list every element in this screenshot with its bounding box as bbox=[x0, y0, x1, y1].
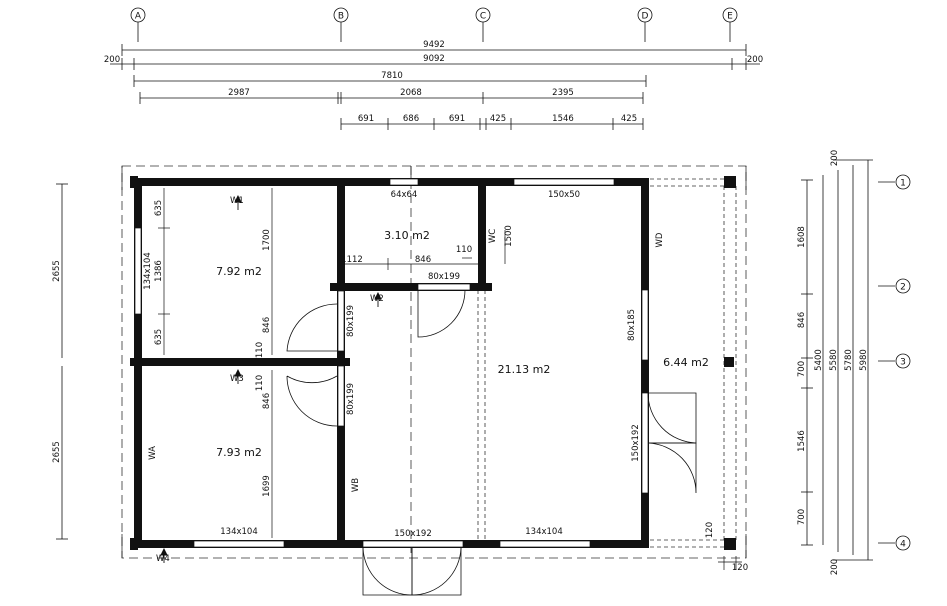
inner-dim-wc-846: 846 bbox=[415, 255, 431, 265]
room-area-bottom-left: 7.93 m2 bbox=[216, 446, 262, 459]
dim-right-5400: 5400 bbox=[814, 349, 824, 371]
axis-grid-top bbox=[130, 7, 738, 42]
inner-dim-wc-1112: 1112 bbox=[341, 255, 363, 265]
wall-tag-w2: W2 bbox=[370, 294, 384, 304]
dim-b3: 691 bbox=[449, 114, 465, 124]
top-dimension-lines bbox=[110, 44, 760, 130]
walls bbox=[130, 176, 736, 550]
dim-inner: 9092 bbox=[423, 54, 445, 64]
inner-dim-tl-635: 635 bbox=[154, 200, 164, 216]
axis-label-c: C bbox=[480, 12, 486, 22]
inner-dim-tl-110: 110 bbox=[255, 342, 265, 358]
wall-tag-wc: WC bbox=[488, 229, 498, 243]
axis-label-d: D bbox=[642, 12, 649, 22]
roof-outline bbox=[121, 165, 747, 559]
label-window-right: 80x185 bbox=[627, 309, 637, 341]
dim-right-5580: 5580 bbox=[829, 349, 839, 371]
wall-tag-w4: W4 bbox=[156, 554, 170, 564]
dim-left-upper: 2655 bbox=[52, 260, 62, 282]
ridge-thin-lines bbox=[121, 166, 747, 558]
inner-dim-wc-1500: 1500 bbox=[504, 225, 514, 247]
wall-tag-wa: WA bbox=[148, 446, 158, 460]
wall-tag-wd: WD bbox=[655, 232, 665, 247]
label-window-top-right: 150x50 bbox=[548, 190, 580, 200]
wall-markers bbox=[160, 194, 382, 563]
inner-dim-tl-1700: 1700 bbox=[262, 229, 272, 251]
axis-label-a: A bbox=[135, 12, 142, 22]
dim-right-bottom-overhang: 200 bbox=[830, 559, 840, 575]
dim-right-overhang: 200 bbox=[747, 55, 763, 65]
dim-b2: 686 bbox=[403, 114, 419, 124]
dim-bay-cd: 2395 bbox=[552, 88, 574, 98]
right-dimension-lines bbox=[801, 159, 911, 561]
axis-label-2: 2 bbox=[900, 283, 906, 293]
axis-label-3: 3 bbox=[900, 358, 906, 368]
dim-right-1608: 1608 bbox=[797, 226, 807, 248]
label-window-top-mid: 64x64 bbox=[391, 190, 418, 200]
inner-dimension-lines bbox=[158, 188, 506, 538]
label-door-wc: 80x199 bbox=[428, 272, 460, 282]
door-swings bbox=[286, 289, 697, 596]
room-area-terrace: 6.44 m2 bbox=[663, 356, 709, 369]
room-area-top-left: 7.92 m2 bbox=[216, 265, 262, 278]
wall-tag-w3: W3 bbox=[230, 374, 244, 384]
dim-overall: 9492 bbox=[423, 40, 445, 50]
left-dimension-lines bbox=[56, 183, 68, 540]
dim-c3: 425 bbox=[621, 114, 637, 124]
dim-c2: 1546 bbox=[552, 114, 574, 124]
dim-right-top-overhang: 200 bbox=[830, 150, 840, 166]
inner-dim-tl-846: 846 bbox=[262, 317, 272, 333]
dim-right-5980: 5980 bbox=[859, 349, 869, 371]
openings bbox=[134, 178, 649, 548]
dim-axis-span: 7810 bbox=[381, 71, 403, 81]
inner-dim-bl-846: 846 bbox=[262, 393, 272, 409]
dim-left-lower: 2655 bbox=[52, 441, 62, 463]
corner-ticks bbox=[718, 556, 742, 570]
label-door-terrace: 150x192 bbox=[631, 424, 641, 461]
dim-right-1546: 1546 bbox=[797, 430, 807, 452]
dim-left-overhang: 200 bbox=[104, 55, 120, 65]
dim-bay-ab: 2987 bbox=[228, 88, 250, 98]
axis-label-4: 4 bbox=[900, 540, 906, 550]
axis-label-1: 1 bbox=[900, 179, 906, 189]
label-window-bl: 134x104 bbox=[220, 527, 257, 537]
label-door-entry: 150x192 bbox=[394, 529, 431, 539]
inner-dim-bl-1699: 1699 bbox=[262, 475, 272, 497]
inner-dim-tl-635b: 635 bbox=[154, 329, 164, 345]
inner-dim-wc-110: 110 bbox=[456, 245, 472, 255]
label-door-room1: 80x199 bbox=[346, 305, 356, 337]
wall-tag-wb: WB bbox=[351, 478, 361, 492]
inner-dim-r-120b: 120 bbox=[732, 563, 748, 573]
axis-label-e: E bbox=[727, 12, 733, 22]
dim-bay-bc: 2068 bbox=[400, 88, 422, 98]
inner-dim-tl-1386: 1386 bbox=[154, 260, 164, 282]
axis-label-b: B bbox=[338, 12, 344, 22]
inner-dim-r-120a: 120 bbox=[705, 522, 715, 538]
dim-right-5780: 5780 bbox=[844, 349, 854, 371]
dim-right-700b: 700 bbox=[797, 509, 807, 525]
room-area-wc: 3.10 m2 bbox=[384, 229, 430, 242]
label-window-tl: 134x104 bbox=[143, 252, 153, 289]
inner-dim-bl-110: 110 bbox=[255, 375, 265, 391]
dim-right-846: 846 bbox=[797, 312, 807, 328]
wall-tag-w1: W1 bbox=[230, 196, 244, 206]
dim-right-700a: 700 bbox=[797, 361, 807, 377]
room-area-main: 21.13 m2 bbox=[498, 363, 551, 376]
label-door-room2: 80x199 bbox=[346, 383, 356, 415]
dim-c1: 425 bbox=[490, 114, 506, 124]
label-window-bottom: 134x104 bbox=[525, 527, 562, 537]
dim-b1: 691 bbox=[358, 114, 374, 124]
